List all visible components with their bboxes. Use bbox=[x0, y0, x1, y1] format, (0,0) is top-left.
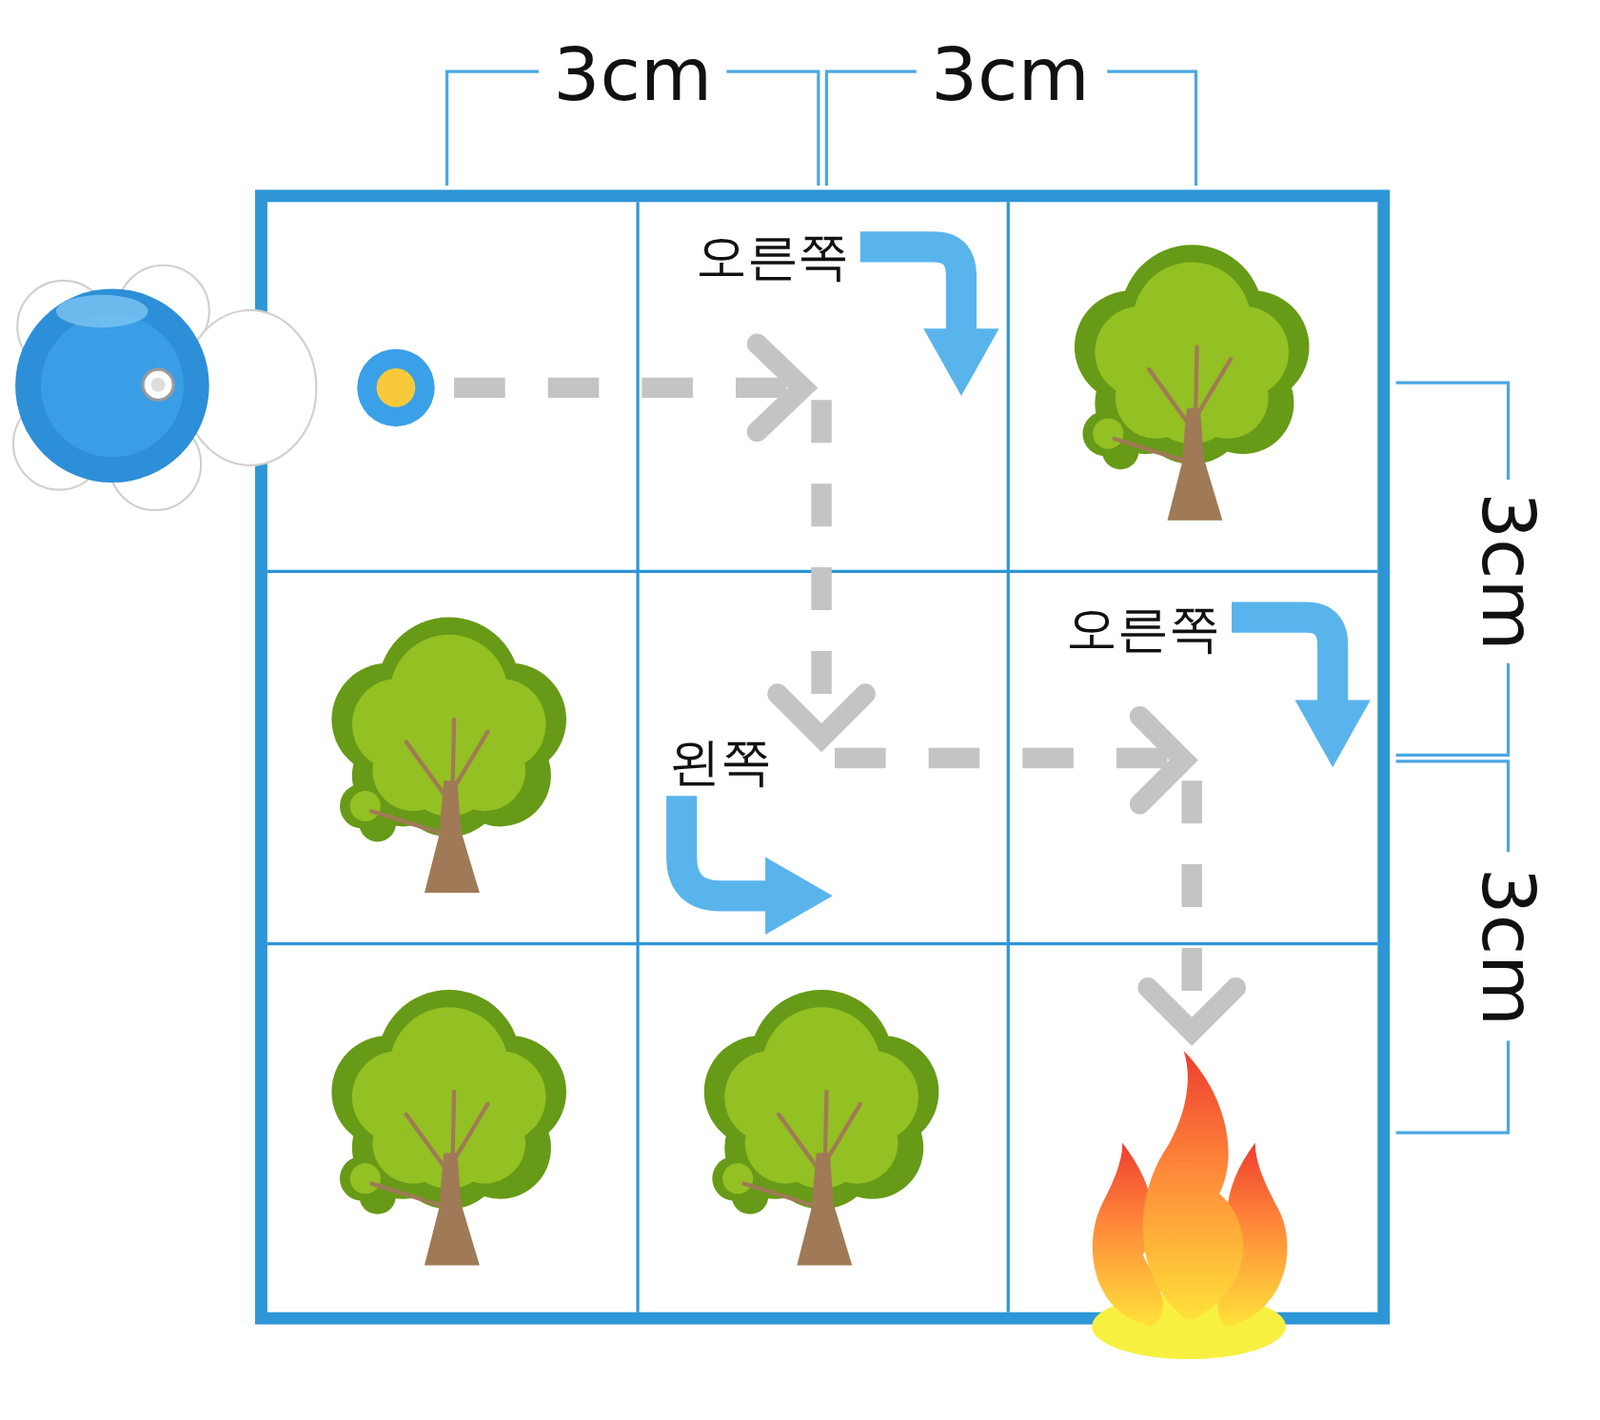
dimension-label: 3cm bbox=[1471, 488, 1545, 655]
dimension-bracket bbox=[447, 71, 1509, 1133]
path-arrow bbox=[454, 343, 1236, 1032]
robot bbox=[13, 265, 317, 511]
turn-label: 오른쪽 bbox=[1062, 603, 1224, 655]
fire-icon bbox=[1091, 1050, 1287, 1360]
dimension-label: 3cm bbox=[549, 38, 716, 112]
tree-icon bbox=[331, 244, 1309, 1265]
turn-label: 오른쪽 bbox=[691, 231, 853, 283]
turn-label: 왼쪽 bbox=[665, 736, 776, 789]
dimension-label: 3cm bbox=[1471, 863, 1545, 1030]
turn-arrow bbox=[681, 246, 1333, 896]
turn-arrowhead bbox=[765, 328, 1371, 935]
dimension-label: 3cm bbox=[927, 38, 1094, 112]
start-dot bbox=[356, 349, 435, 427]
